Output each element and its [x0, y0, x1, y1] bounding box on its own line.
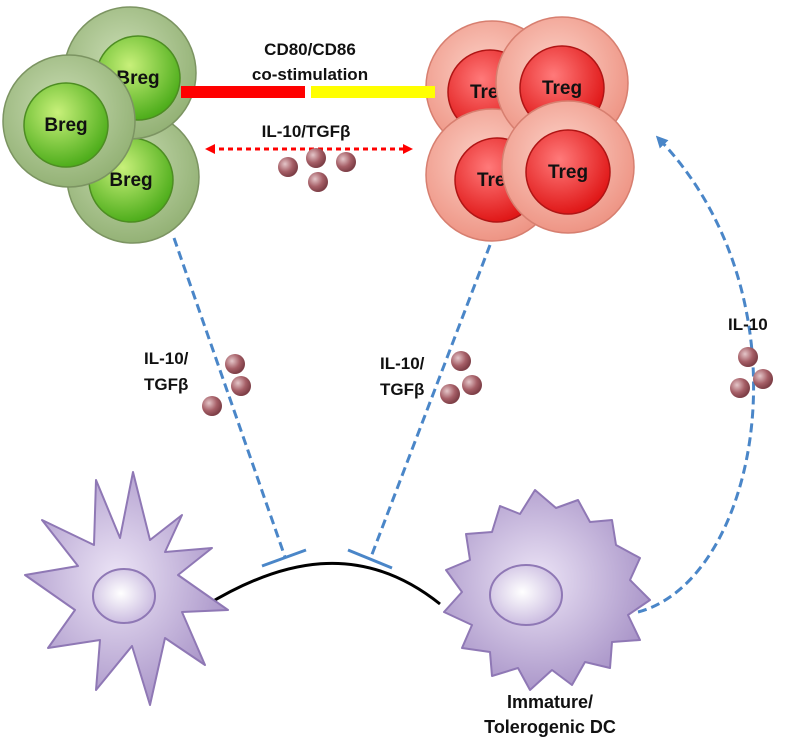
treg-inhibition: IL-10/ TGFβ [347, 244, 492, 570]
cytokine-particle [336, 152, 356, 172]
mature-dc-nucleus [92, 568, 156, 624]
left-cytokine-label-line1: IL-10/ [144, 349, 189, 368]
middle-cytokine-label-line1: IL-10/ [380, 354, 425, 373]
cytokine-particle [440, 384, 460, 404]
middle-cytokine-label-line2: TGFβ [380, 380, 424, 399]
treg-cluster: Treg Treg Treg Treg [425, 16, 635, 242]
treg-cell-3: Treg [501, 100, 635, 234]
cytokine-particle [308, 172, 328, 192]
left-cytokine-label-line2: TGFβ [144, 375, 188, 394]
right-cytokine-label: IL-10 [728, 315, 768, 334]
cd80-cd86-bar [181, 86, 305, 98]
costim-label-line2: co-stimulation [252, 65, 368, 84]
cytokine-particle [225, 354, 245, 374]
inhibition-bar-left [261, 548, 307, 568]
il10-feedback: IL-10 [637, 135, 773, 614]
breg-label-1: Breg [116, 68, 159, 89]
cytokine-particle [451, 351, 471, 371]
cytokine-particle [462, 375, 482, 395]
il10-feedback-arrow [637, 135, 756, 614]
treg-inhibition-line [369, 244, 492, 558]
mature-dendritic-cell [24, 471, 229, 706]
immature-dc-nucleus [489, 564, 563, 626]
dc-label-line1: Immature/ [507, 692, 593, 712]
cytokine-particle [306, 148, 326, 168]
inhibition-bar-middle [347, 548, 393, 570]
cytokine-particle [231, 376, 251, 396]
breg-label-3: Breg [109, 170, 152, 191]
maturation-arrow [199, 561, 441, 610]
dc-label-line2: Tolerogenic DC [484, 717, 616, 737]
cytokine-particle [730, 378, 750, 398]
cd28-bar [311, 86, 435, 98]
costim-label-line1: CD80/CD86 [264, 40, 356, 59]
costimulation: CD80/CD86 co-stimulation [181, 40, 435, 98]
cytokine-particle [753, 369, 773, 389]
treg-label-2: Treg [542, 78, 582, 99]
cytokine-particle [278, 157, 298, 177]
cytokine-particle [738, 347, 758, 367]
top-cytokine-exchange: IL-10/TGFβ [205, 122, 413, 192]
breg-inhibition: IL-10/ TGFβ [144, 237, 307, 568]
breg-cell-1: Breg [2, 54, 136, 188]
immature-dendritic-cell: Immature/ Tolerogenic DC [443, 489, 651, 737]
breg-inhibition-line [172, 237, 287, 558]
breg-label-2: Breg [44, 115, 87, 136]
treg-label-4: Treg [548, 162, 588, 183]
top-cytokine-label: IL-10/TGFβ [262, 122, 351, 141]
cytokine-particle [202, 396, 222, 416]
breg-cluster: Breg Breg Breg [2, 6, 200, 244]
